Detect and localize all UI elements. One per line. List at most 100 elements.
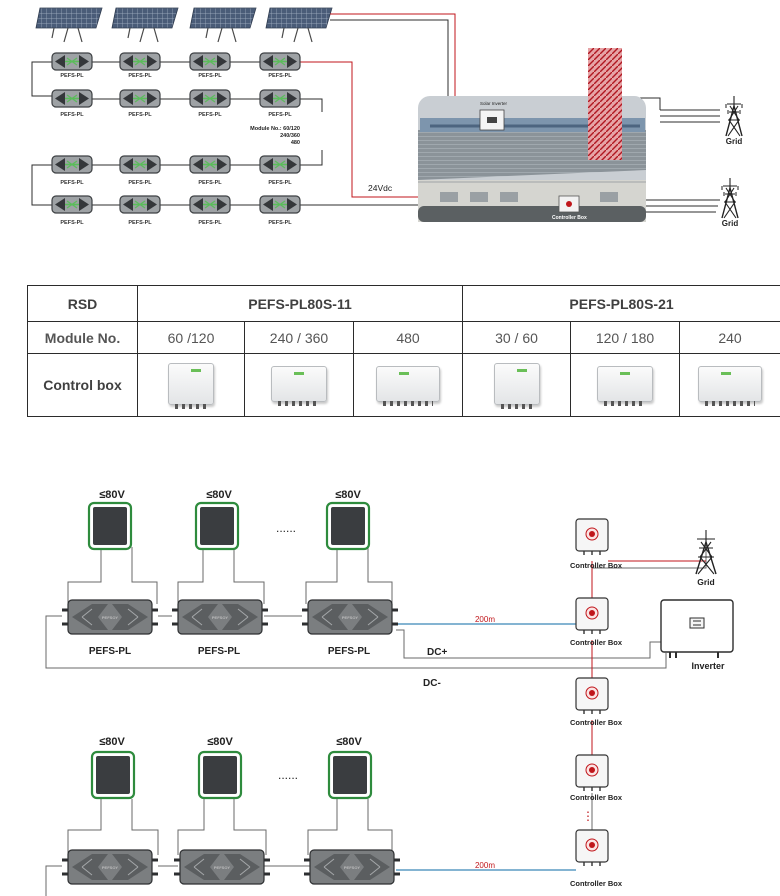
svg-text:240/360: 240/360 (280, 133, 300, 139)
grid-label: Grid (697, 577, 714, 587)
chimney-hatch (588, 48, 622, 160)
rsd-label: PEFS-PL (268, 180, 292, 186)
control-box-cell (137, 353, 245, 417)
controller-box-label: Controller Box (570, 793, 623, 802)
grid-pylon-icon (725, 95, 743, 137)
dc-plus-label: DC+ (427, 647, 447, 658)
pv-module-icon (197, 750, 243, 800)
rsd-label: PEFS-PL (128, 220, 152, 226)
module-cell: 60 /120 (137, 321, 245, 354)
controller-box-icon (575, 597, 609, 635)
top-system-diagram: PEFS-PL PEFS-PL PEFS-PL PEFS-PL PEFS-PL … (31, 7, 743, 228)
rsd-label: PEFS-PL (128, 180, 152, 186)
pv-module-icon (327, 750, 373, 800)
voltage-label: ≤80V (335, 489, 361, 501)
controller-box-label: Controller Box (570, 638, 623, 647)
rsd-label: PEFS-PL (198, 180, 222, 186)
control-box-cell (244, 353, 354, 417)
rsd-label: PEFS-PL (60, 73, 84, 79)
svg-text:480: 480 (291, 140, 300, 146)
inverter-label: Inverter (691, 661, 725, 671)
solar-panel (35, 7, 103, 43)
ellipsis: ...... (278, 768, 298, 782)
module-no-header: Module No. (27, 321, 138, 354)
device-label: PEFS-PL (198, 646, 240, 657)
device-label: PEFS-PL (89, 646, 131, 657)
control-box-image (271, 365, 327, 406)
control-box-image (168, 362, 214, 409)
voltage-label: 24Vdc (368, 183, 393, 193)
ellipsis: ...... (276, 521, 296, 535)
rsd-label: PEFS-PL (60, 220, 84, 226)
rsd-label: PEFS-PL (198, 73, 222, 79)
rsd-label: PEFS-PL (268, 112, 292, 118)
solar-inverter: Solar Inverter (479, 101, 508, 131)
rsd-header: RSD (27, 285, 138, 322)
module-cell: 480 (352, 321, 464, 354)
controller-box-label: Controller Box (570, 561, 623, 570)
building-photo (418, 48, 646, 222)
grid-label: Grid (726, 137, 743, 146)
control-box-image (493, 362, 540, 409)
more-dots: ⋮ (582, 809, 594, 823)
controller-box-label: Controller Box (570, 718, 623, 727)
control-box-image (597, 365, 654, 406)
module-cell: 240 / 360 (244, 321, 354, 354)
module-note: Module No.: 60/120 240/360 480 (250, 126, 300, 146)
grid-label: Grid (722, 219, 739, 228)
pv-module-icon (87, 501, 133, 551)
module-cell: 30 / 60 (462, 321, 572, 354)
control-box-cell (352, 353, 464, 417)
pv-module-icon (194, 501, 240, 551)
dc-minus-label: DC- (423, 678, 441, 689)
svg-text:Module No.: 60/120: Module No.: 60/120 (250, 126, 300, 132)
grid-pylon-icon (721, 177, 739, 219)
distance-label: 200m (475, 615, 495, 624)
controller-box-icon (575, 677, 609, 715)
solar-panel (111, 7, 179, 43)
model-a-header: PEFS-PL80S-11 (136, 285, 464, 322)
solar-panel (265, 7, 333, 43)
control-box-image (376, 365, 440, 406)
rsd-label: PEFS-PL (268, 73, 292, 79)
model-b-header: PEFS-PL80S-21 (462, 285, 780, 322)
controller-box-icon (575, 754, 609, 792)
pv-module-icon (90, 750, 136, 800)
controller-box-label: Controller Box (570, 879, 623, 888)
controller-box-icon (575, 829, 609, 867)
solar-panel (189, 7, 257, 43)
rsd-label: PEFS-PL (268, 220, 292, 226)
voltage-label: ≤80V (206, 489, 232, 501)
controller-box: Controller Box (552, 195, 587, 221)
module-cell: 120 / 180 (570, 321, 681, 354)
device-brand: PEFSOY (102, 865, 119, 870)
rsd-label: PEFS-PL (198, 220, 222, 226)
control-box-header: Control box (27, 353, 138, 417)
rsd-label: PEFS-PL (128, 112, 152, 118)
control-box-cell (462, 353, 572, 417)
rsd-label: PEFS-PL (60, 112, 84, 118)
control-box-cell (679, 353, 780, 417)
voltage-label: ≤80V (207, 736, 233, 748)
pv-module-icon (325, 501, 371, 551)
voltage-label: ≤80V (99, 736, 125, 748)
device-brand: PEFSOY (344, 865, 361, 870)
voltage-label: ≤80V (99, 489, 125, 501)
controller-box-icon (575, 518, 609, 556)
svg-text:Controller Box: Controller Box (552, 215, 587, 221)
device-brand: PEFSOY (212, 615, 229, 620)
control-box-cell (570, 353, 681, 417)
rsd-label: PEFS-PL (198, 112, 222, 118)
device-label: PEFS-PL (328, 646, 370, 657)
rsd-label: PEFS-PL (128, 73, 152, 79)
rsd-table: RSD PEFS-PL80S-11 PEFS-PL80S-21 Module N… (27, 285, 780, 417)
module-cell: 240 (679, 321, 780, 354)
device-brand: PEFSOY (102, 615, 119, 620)
device-brand: PEFSOY (214, 865, 231, 870)
bottom-wiring-diagram: ≤80V ≤80V ≤80V ...... PEFSOY PEFSOY PEFS… (45, 489, 734, 896)
distance-label: 200m (475, 861, 495, 870)
svg-text:Solar Inverter: Solar Inverter (480, 101, 508, 106)
inverter-icon (660, 599, 734, 658)
voltage-label: ≤80V (336, 736, 362, 748)
device-brand: PEFSOY (342, 615, 359, 620)
